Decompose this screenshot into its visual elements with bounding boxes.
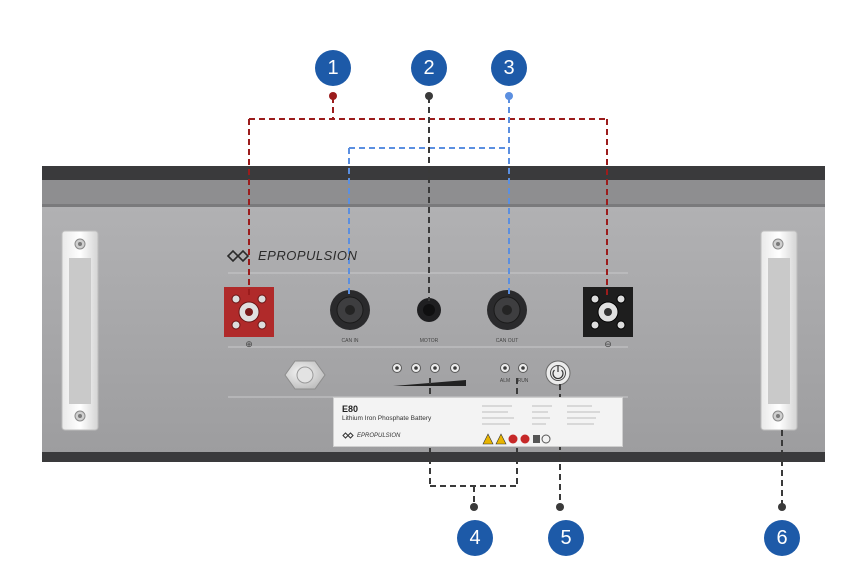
can-out-connector[interactable] <box>487 290 527 330</box>
right-handle[interactable] <box>760 230 798 431</box>
breather-vent-knob <box>284 360 326 390</box>
alm-label: ALM <box>499 378 511 384</box>
nameplate-brand-name: EPROPULSION <box>357 432 401 439</box>
nameplate-logo-icon <box>342 432 354 439</box>
negative-terminal-label: ⊖ <box>604 339 612 349</box>
callout-dots <box>329 92 786 511</box>
negative-terminal[interactable] <box>583 287 633 337</box>
left-handle[interactable] <box>61 230 99 431</box>
can-out-label: CAN OUT <box>495 338 519 344</box>
battery-top-cap <box>42 166 825 207</box>
nameplate-spec-lines <box>482 405 600 425</box>
callout-3-badge: 3 <box>491 50 527 86</box>
brand-logo: EPROPULSION <box>226 248 357 263</box>
power-button[interactable] <box>545 360 571 386</box>
callout-5-badge: 5 <box>548 520 584 556</box>
alm-run-indicators <box>500 363 528 373</box>
motor-label: MOTOR <box>419 338 439 344</box>
motor-port[interactable] <box>417 298 441 322</box>
warning-symbols-icon <box>482 433 551 445</box>
callout-2-badge: 2 <box>411 50 447 86</box>
nameplate-model: E80 <box>342 404 359 414</box>
brand-name: EPROPULSION <box>258 248 358 263</box>
run-label: RUN <box>517 378 529 384</box>
callout-6-badge: 6 <box>764 520 800 556</box>
can-in-label: CAN IN <box>341 338 359 344</box>
can-in-connector[interactable] <box>330 290 370 330</box>
positive-terminal[interactable] <box>224 287 274 337</box>
nameplate: E80 Lithium Iron Phosphate Battery EPROP… <box>333 397 623 447</box>
positive-terminal-label: ⊕ <box>245 339 253 349</box>
infinity-chain-logo-icon <box>226 249 250 262</box>
nameplate-brand: EPROPULSION <box>342 432 400 439</box>
nameplate-description: Lithium Iron Phosphate Battery <box>342 415 432 422</box>
callout-1-badge: 1 <box>315 50 351 86</box>
callout-4-badge: 4 <box>457 520 493 556</box>
